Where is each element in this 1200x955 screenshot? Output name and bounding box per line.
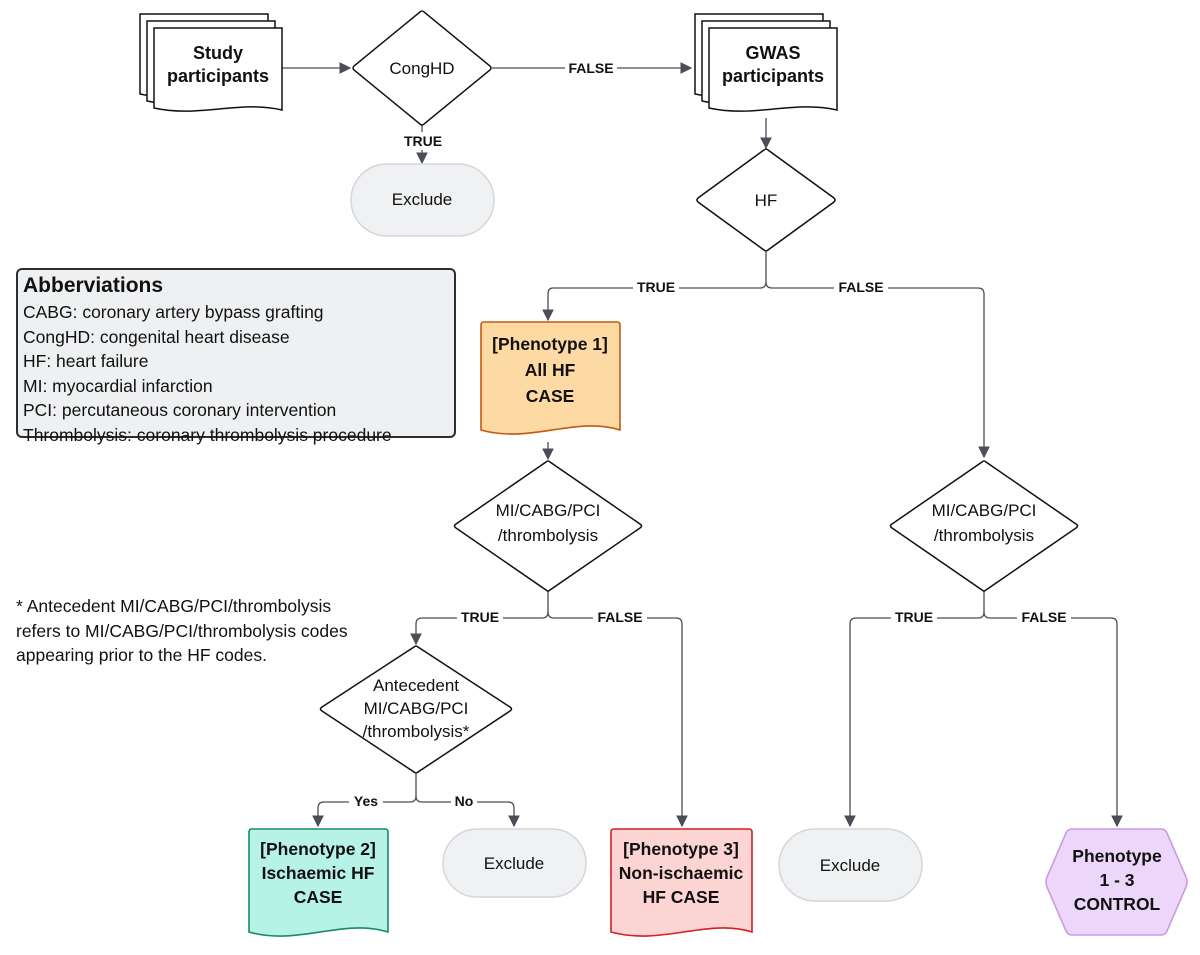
exclude-right-label: Exclude [820, 856, 880, 875]
label-antecedent-yes: Yes [354, 793, 378, 809]
hf-label: HF [755, 191, 778, 210]
label-mi-right-false: FALSE [1021, 609, 1066, 625]
node-exclude-top: Exclude [350, 163, 495, 237]
edge-labels: FALSE TRUE TRUE FALSE TRUE FALSE TRUE FA… [349, 59, 1071, 811]
legend-title: Abberviations [23, 274, 164, 297]
phenotype1-label-line2: All HF [525, 360, 576, 380]
phenotype1-label-line3: CASE [526, 386, 575, 406]
edge-mi-left-false [547, 611, 688, 828]
node-study-participants: Study participants [139, 13, 283, 112]
label-antecedent-no: No [455, 793, 474, 809]
control-label-line2: 1 - 3 [1099, 870, 1134, 890]
node-gwas-participants: GWAS participants [694, 13, 838, 112]
footnote-line-1: * Antecedent MI/CABG/PCI/thrombolysis [16, 596, 332, 616]
node-exclude-right: Exclude [778, 828, 923, 902]
label-hf-false: FALSE [838, 279, 883, 295]
edge-hf-false [765, 281, 990, 459]
label-mi-left-false: FALSE [597, 609, 642, 625]
footnote-line-2: refers to MI/CABG/PCI/thrombolysis codes [16, 620, 348, 641]
control-label-line1: Phenotype [1072, 846, 1162, 866]
legend-item-cabg: CABG: coronary artery bypass grafting [23, 302, 324, 322]
label-mi-right-true: TRUE [895, 609, 933, 625]
mi-right-label-line1: MI/CABG/PCI [932, 501, 1037, 520]
edge-mi-right-false [983, 611, 1123, 828]
node-control: Phenotype 1 - 3 CONTROL [1045, 828, 1188, 936]
gwas-participants-label-line2: participants [722, 66, 824, 86]
phenotype2-label-line1: [Phenotype 2] [260, 839, 376, 859]
label-conghd-false: FALSE [568, 60, 613, 76]
node-phenotype2: [Phenotype 2] Ischaemic HF CASE [248, 828, 389, 937]
antecedent-label-line1: Antecedent [373, 676, 459, 695]
study-participants-label-line1: Study [193, 43, 243, 63]
mi-right-label-line2: /thrombolysis [934, 526, 1034, 545]
node-antecedent-decision: Antecedent MI/CABG/PCI /thrombolysis* [319, 645, 513, 774]
phenotype3-label-line3: HF CASE [643, 887, 720, 907]
exclude-top-label: Exclude [392, 190, 452, 209]
legend-item-mi: MI: myocardial infarction [23, 375, 213, 396]
study-participants-label-line2: participants [167, 66, 269, 86]
phenotype3-label-line2: Non-ischaemic [619, 863, 744, 883]
node-phenotype3: [Phenotype 3] Non-ischaemic HF CASE [610, 828, 753, 937]
mi-left-label-line2: /thrombolysis [498, 526, 598, 545]
exclude-mid-label: Exclude [484, 854, 544, 873]
control-label-line3: CONTROL [1074, 894, 1161, 914]
mi-left-label-line1: MI/CABG/PCI [496, 501, 601, 520]
label-hf-true: TRUE [637, 279, 675, 295]
label-mi-left-true: TRUE [461, 609, 499, 625]
node-exclude-mid: Exclude [442, 828, 587, 898]
phenotype3-label-line1: [Phenotype 3] [623, 839, 739, 859]
antecedent-footnote: * Antecedent MI/CABG/PCI/thrombolysis re… [16, 594, 396, 668]
antecedent-label-line3: /thrombolysis* [363, 722, 470, 741]
label-conghd-true: TRUE [404, 133, 442, 149]
legend-item-hf: HF: heart failure [23, 351, 149, 372]
abbreviations-legend: Abberviations CABG: coronary artery bypa… [16, 268, 456, 445]
phenotype2-label-line3: CASE [294, 887, 343, 907]
node-conghd-decision: CongHD [352, 10, 492, 126]
footnote-line-3: appearing prior to the HF codes. [16, 645, 267, 666]
node-mi-right-decision: MI/CABG/PCI /thrombolysis [889, 460, 1079, 592]
node-phenotype1: [Phenotype 1] All HF CASE [480, 321, 621, 435]
node-mi-left-decision: MI/CABG/PCI /thrombolysis [453, 460, 643, 592]
legend-item-pci: PCI: percutaneous coronary intervention [23, 400, 337, 421]
legend-item-conghd: CongHD: congenital heart disease [23, 326, 290, 347]
antecedent-label-line2: MI/CABG/PCI [364, 699, 469, 718]
phenotype1-label-line1: [Phenotype 1] [492, 334, 608, 354]
conghd-label: CongHD [389, 59, 454, 78]
phenotype2-label-line2: Ischaemic HF [262, 863, 375, 883]
legend-item-thrombolysis: Thrombolysis: coronary thrombolysis proc… [23, 424, 392, 445]
gwas-participants-label-line1: GWAS [745, 43, 800, 63]
node-hf-decision: HF [696, 148, 836, 252]
edge-antecedent-no [415, 795, 520, 828]
